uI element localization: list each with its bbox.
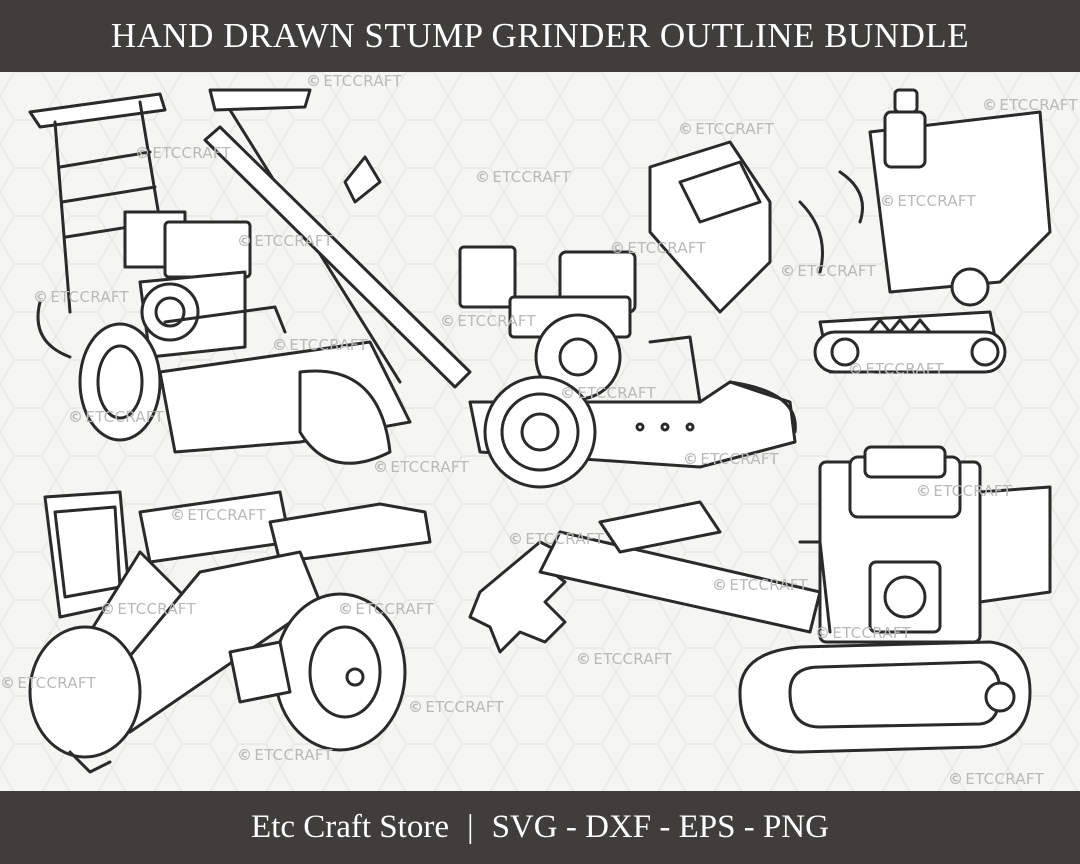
- watermark: ©ETCCRAFT: [780, 262, 877, 280]
- watermark: ©ETCCRAFT: [982, 96, 1079, 114]
- watermark: ©ETCCRAFT: [508, 530, 605, 548]
- watermark: ©ETCCRAFT: [815, 624, 912, 642]
- watermark: ©ETCCRAFT: [0, 674, 97, 692]
- watermark: ©ETCCRAFT: [440, 312, 537, 330]
- towable-stump-grinder: [203, 125, 797, 489]
- watermark: ©ETCCRAFT: [916, 482, 1013, 500]
- watermark: ©ETCCRAFT: [475, 168, 572, 186]
- watermark: ©ETCCRAFT: [170, 506, 267, 524]
- watermark: ©ETCCRAFT: [338, 600, 435, 618]
- illustration-canvas: ©ETCCRAFT ©ETCCRAFT ©ETCCRAFT ©ETCCRAFT …: [0, 72, 1080, 791]
- handheld-stump-grinder: [28, 490, 432, 774]
- watermark: ©ETCCRAFT: [100, 600, 197, 618]
- watermark: ©ETCCRAFT: [948, 770, 1045, 788]
- crawler-stump-grinder: [468, 445, 1052, 754]
- watermark: ©ETCCRAFT: [560, 384, 657, 402]
- watermark: ©ETCCRAFT: [68, 408, 165, 426]
- watermark: ©ETCCRAFT: [237, 746, 334, 764]
- watermark: ©ETCCRAFT: [306, 72, 403, 90]
- title-banner: HAND DRAWN STUMP GRINDER OUTLINE BUNDLE: [0, 0, 1080, 72]
- watermark: ©ETCCRAFT: [237, 232, 334, 250]
- watermark: ©ETCCRAFT: [880, 192, 977, 210]
- page-title: HAND DRAWN STUMP GRINDER OUTLINE BUNDLE: [110, 16, 970, 55]
- watermark: ©ETCCRAFT: [272, 336, 369, 354]
- watermark: ©ETCCRAFT: [135, 144, 232, 162]
- footer-separator: |: [466, 809, 474, 845]
- watermark: ©ETCCRAFT: [408, 698, 505, 716]
- store-name: Etc Craft Store: [251, 809, 449, 845]
- stump-grinder-illustrations: [28, 88, 1052, 774]
- footer-banner: Etc Craft Store | SVG - DXF - EPS - PNG: [0, 791, 1080, 864]
- watermark: ©ETCCRAFT: [712, 576, 809, 594]
- watermark: ©ETCCRAFT: [33, 288, 130, 306]
- watermark: ©ETCCRAFT: [678, 120, 775, 138]
- watermark: ©ETCCRAFT: [848, 360, 945, 378]
- watermark: ©ETCCRAFT: [576, 650, 673, 668]
- watermark: ©ETCCRAFT: [610, 239, 707, 257]
- watermark: ©ETCCRAFT: [683, 450, 780, 468]
- walk-behind-stump-grinder: [28, 88, 412, 465]
- watermark: ©ETCCRAFT: [373, 458, 470, 476]
- tracked-stump-grinder: [648, 88, 1052, 374]
- file-formats: SVG - DXF - EPS - PNG: [491, 809, 829, 845]
